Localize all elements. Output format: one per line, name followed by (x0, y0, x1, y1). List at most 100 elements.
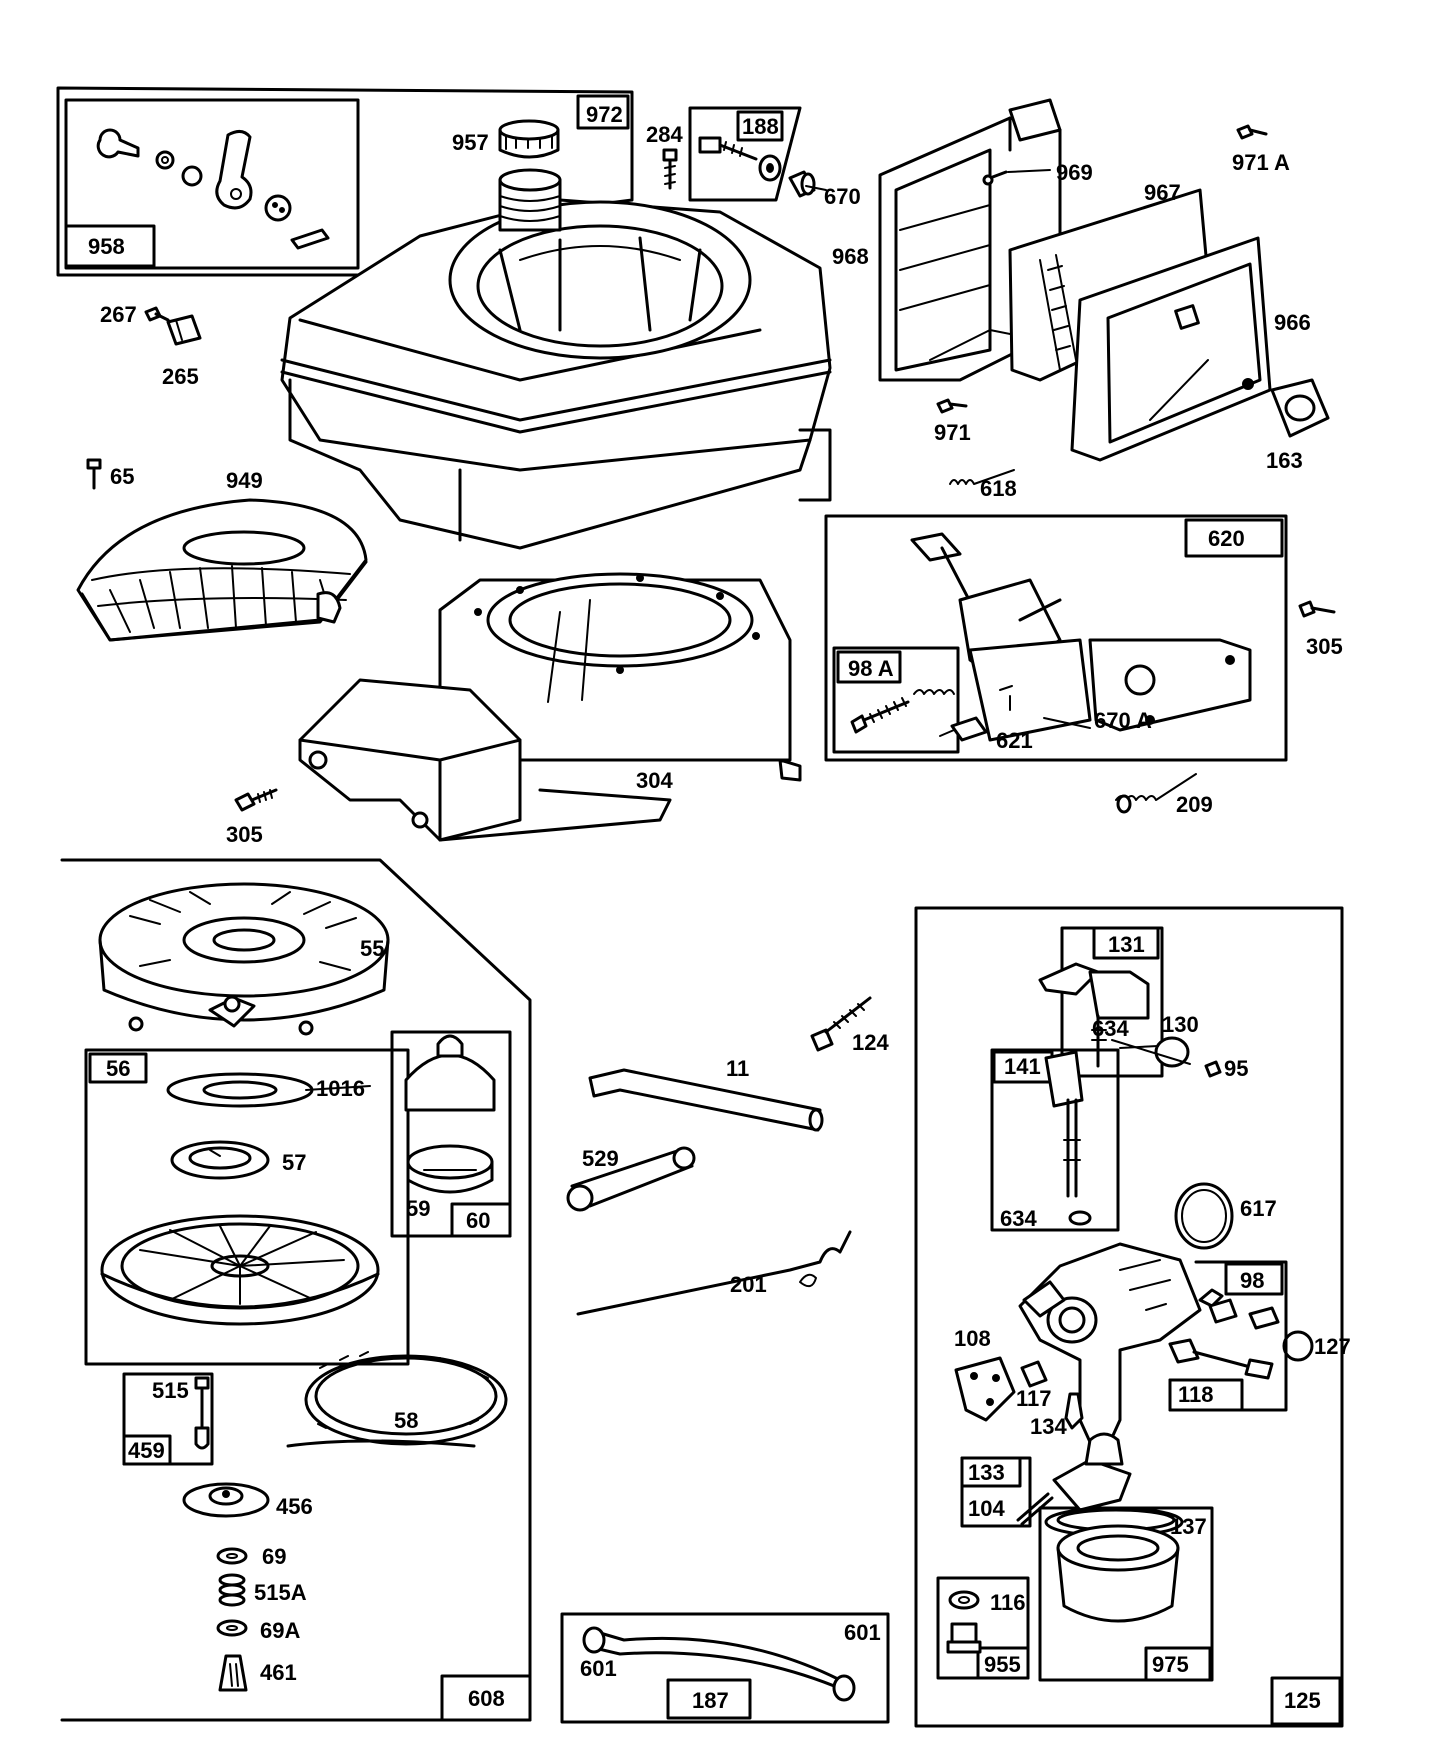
retainer-456 (182, 1482, 270, 1518)
label-634-bottom: 634 (1000, 1206, 1037, 1231)
label-98a: 98 A (848, 656, 894, 681)
label-187: 187 (692, 1688, 729, 1713)
washer-116-nut-955 (946, 1590, 982, 1654)
label-56: 56 (106, 1056, 130, 1081)
label-305-right: 305 (1306, 634, 1343, 659)
label-11: 11 (726, 1056, 749, 1081)
label-59: 59 (406, 1196, 430, 1221)
label-1016: 1016 (316, 1076, 365, 1101)
float-bowl-975 (1056, 1524, 1180, 1623)
label-949: 949 (226, 468, 263, 493)
choke-shaft-131 (1038, 962, 1150, 1068)
cap-59-60 (404, 1034, 496, 1194)
label-305-left: 305 (226, 822, 263, 847)
label-304: 304 (636, 768, 673, 793)
label-130: 130 (1162, 1012, 1199, 1037)
gasket-163 (1270, 378, 1330, 438)
label-201: 201 (730, 1272, 767, 1297)
washer-69 (216, 1547, 248, 1565)
clip-265 (166, 314, 202, 346)
label-957: 957 (452, 130, 489, 155)
label-98: 98 (1240, 1268, 1264, 1293)
spring-209 (1115, 773, 1197, 814)
label-529: 529 (582, 1146, 619, 1171)
label-618: 618 (980, 476, 1017, 501)
throttle-shaft-141 (1044, 1050, 1092, 1226)
label-461: 461 (260, 1660, 297, 1685)
label-95: 95 (1224, 1056, 1248, 1081)
callout-labels: 972 958 957 284 188 670 969 971 A 967 96… (88, 102, 1351, 1713)
label-69a: 69A (260, 1618, 300, 1643)
label-971: 971 (934, 420, 971, 445)
label-209: 209 (1176, 792, 1213, 817)
bushing-670 (788, 170, 816, 198)
label-608: 608 (468, 1686, 505, 1711)
pin-117 (1020, 1360, 1048, 1388)
label-108: 108 (954, 1326, 991, 1351)
screw-969 (982, 170, 1008, 186)
label-188: 188 (742, 114, 779, 139)
screws-98 (1208, 1298, 1280, 1330)
rewind-screen-949 (76, 498, 368, 642)
link-201 (576, 1230, 852, 1316)
label-634-top: 634 (1092, 1016, 1129, 1041)
label-133: 133 (968, 1460, 1005, 1485)
governor-kit-620 (824, 514, 1288, 762)
pulley-56 (100, 1214, 380, 1326)
rope-58 (286, 1351, 508, 1448)
washer-1016 (166, 1072, 314, 1108)
label-456: 456 (276, 1494, 313, 1519)
float-137 (1044, 1432, 1184, 1538)
label-118: 118 (1178, 1382, 1214, 1407)
screw-65 (86, 458, 102, 490)
label-163: 163 (1266, 448, 1303, 473)
kit-188-group (688, 106, 802, 202)
pin-461 (218, 1654, 248, 1692)
screw-267 (144, 306, 170, 322)
screw-284 (662, 148, 678, 190)
label-137: 137 (1170, 1514, 1207, 1539)
washer-69a (216, 1619, 248, 1637)
label-55: 55 (360, 936, 384, 961)
needle-118 (1168, 1338, 1274, 1380)
blower-housing-304 (298, 572, 802, 842)
tube-529 (566, 1146, 696, 1212)
label-955: 955 (984, 1652, 1021, 1677)
carburetor-body (1018, 1242, 1224, 1444)
screw-305-left (234, 788, 278, 812)
label-125: 125 (1284, 1688, 1321, 1713)
label-60: 60 (466, 1208, 490, 1233)
label-117: 117 (1016, 1386, 1052, 1411)
label-969: 969 (1056, 160, 1093, 185)
screw-124 (810, 996, 872, 1052)
label-966: 966 (1274, 310, 1311, 335)
label-975: 975 (1152, 1652, 1189, 1677)
label-284: 284 (646, 122, 683, 147)
air-cleaner-cover-966 (1070, 236, 1272, 462)
screw-971 (936, 398, 968, 414)
label-58: 58 (394, 1408, 418, 1433)
label-65: 65 (110, 464, 134, 489)
leader-lines (305, 169, 1159, 1091)
label-127: 127 (1314, 1334, 1351, 1359)
spring-515a (218, 1573, 246, 1607)
label-670a: 670 A (1094, 708, 1152, 733)
fuel-tank-cover (280, 168, 832, 550)
seal-130-screw-95 (1111, 1036, 1222, 1078)
label-621: 621 (996, 728, 1033, 753)
label-515: 515 (152, 1378, 189, 1403)
label-124: 124 (852, 1030, 889, 1055)
pin-515-459 (194, 1376, 210, 1450)
label-670: 670 (824, 184, 861, 209)
label-601-right: 601 (844, 1620, 881, 1645)
pin-104 (1016, 1492, 1054, 1526)
o-ring-617 (1174, 1182, 1234, 1250)
tube-11 (588, 1068, 824, 1132)
starter-kit-608 (60, 858, 532, 1722)
label-104: 104 (968, 1496, 1005, 1521)
label-620: 620 (1208, 526, 1245, 551)
label-967: 967 (1144, 180, 1181, 205)
screw-305-right (1298, 600, 1336, 618)
spring-57 (170, 1140, 270, 1180)
screw-971a (1236, 124, 1268, 140)
